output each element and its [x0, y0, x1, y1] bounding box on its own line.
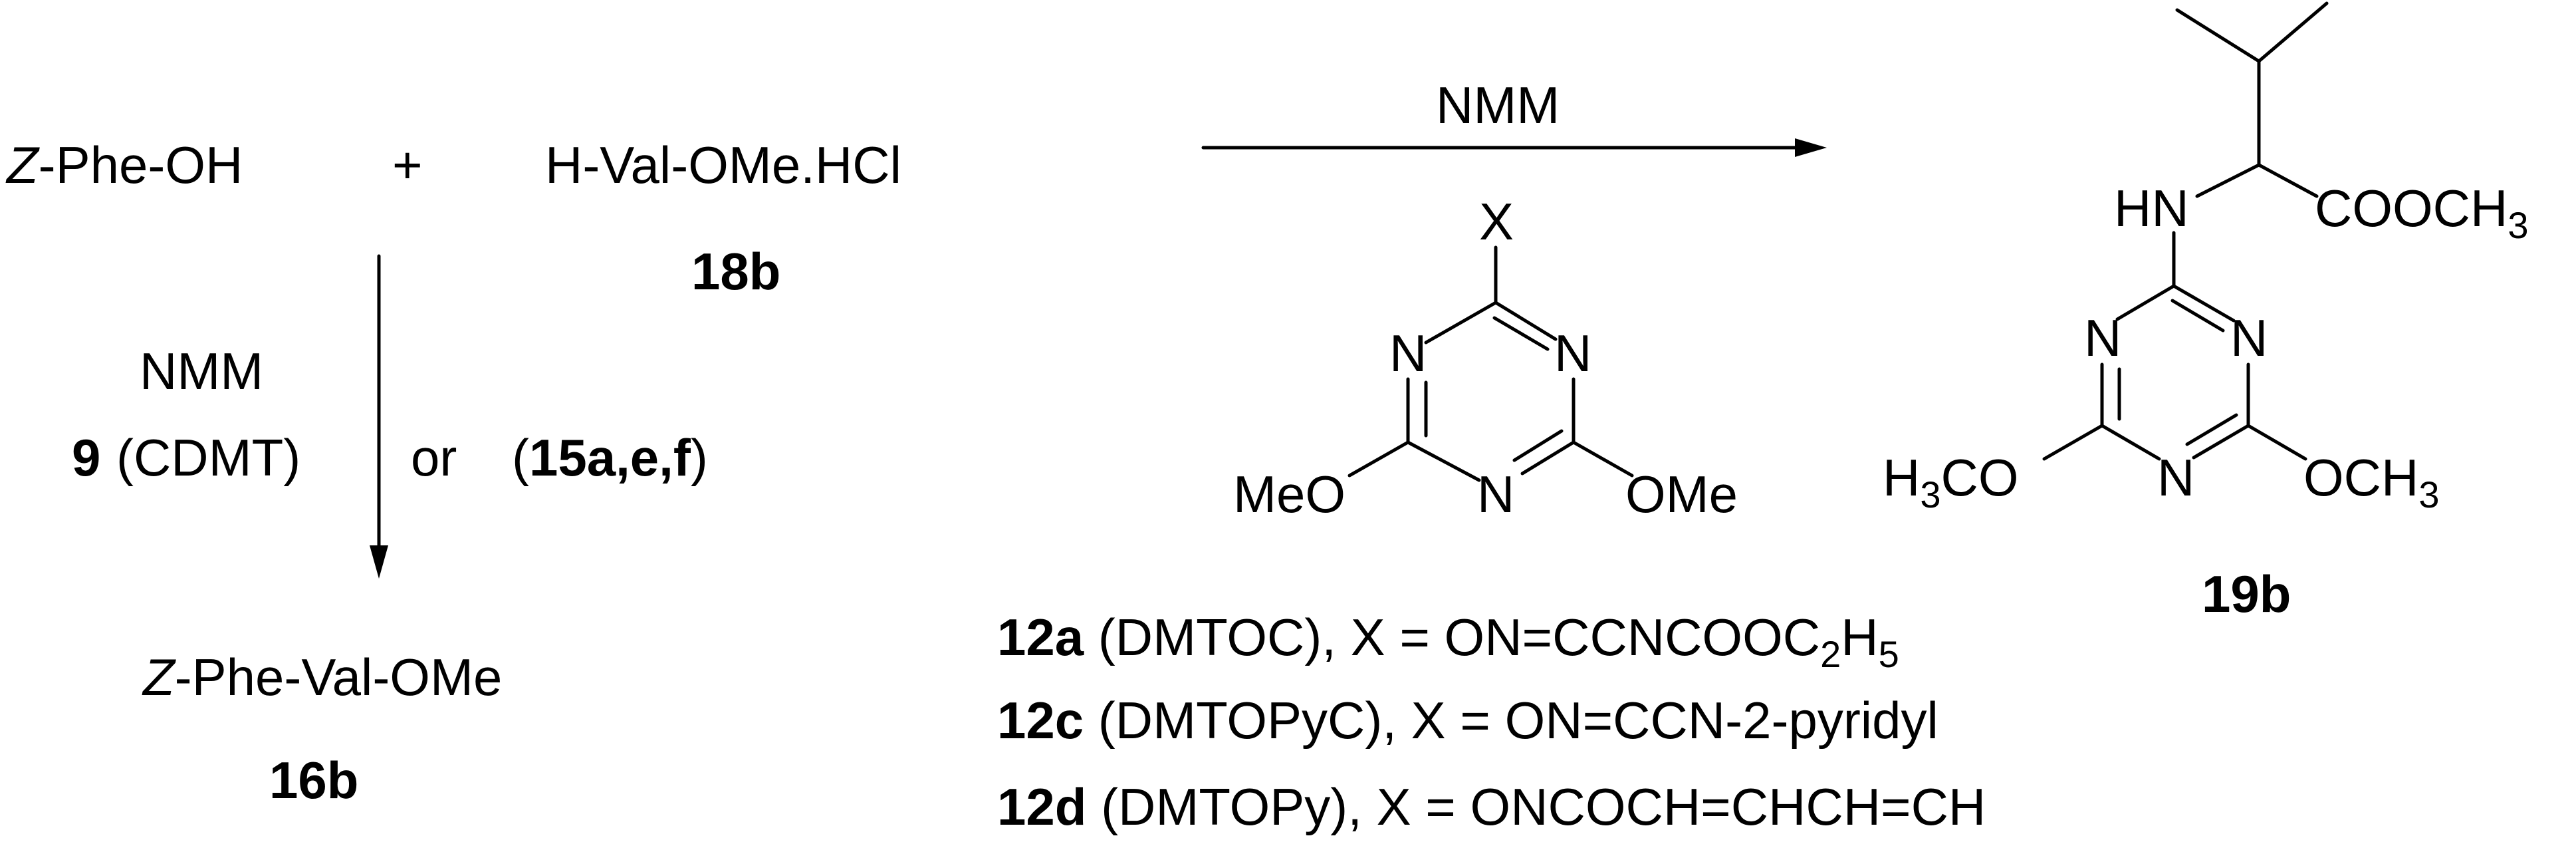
- nh-label: HN: [2114, 179, 2189, 237]
- down-alt: (15a,e,f): [512, 428, 708, 487]
- p-ring-n-left: N: [2084, 309, 2121, 367]
- product-structure: HN COOCH3 N N N H3CO OCH3: [1883, 1, 2529, 515]
- down-reagent-name: (CDMT): [116, 428, 300, 487]
- amine-compound-id: 18b: [691, 242, 780, 301]
- ring-n-bottom: N: [1477, 465, 1514, 523]
- ester-label: COOCH3: [2315, 179, 2529, 246]
- ring-n-right: N: [1554, 324, 1591, 382]
- reagent-line-12a: 12a (DMTOC), X = ON=CCNCOOC2H5: [997, 608, 1899, 675]
- p-ring-n-right: N: [2230, 309, 2268, 367]
- reagent-line-12c: 12c (DMTOPyC), X = ON=CCN-2-pyridyl: [997, 691, 1938, 750]
- down-arrowhead: [370, 545, 388, 579]
- plus-sign: +: [392, 136, 423, 194]
- methoxy-left-label: H3CO: [1883, 448, 2019, 515]
- product-compound-id: 16b: [269, 751, 358, 809]
- down-or: or: [411, 428, 457, 487]
- product-19b-id: 19b: [2202, 565, 2291, 623]
- down-reagent-id: 9: [72, 428, 100, 487]
- reagent-line-12d: 12d (DMTOPy), X = ONCOCH=CHCH=CH: [997, 777, 1986, 836]
- arrow-reagent: NMM: [1436, 76, 1560, 134]
- ring-n-left: N: [1389, 324, 1427, 382]
- methoxy-right-label: OCH3: [2303, 448, 2440, 515]
- acid-reactant-rest: -Phe-OH: [39, 136, 243, 194]
- down-reagent-base: NMM: [140, 342, 263, 400]
- triazine-reagent-structure: X N N N MeO OMe: [1233, 192, 1738, 523]
- p-ring-n-bottom: N: [2157, 448, 2194, 507]
- methoxy-left: MeO: [1233, 465, 1346, 523]
- substituent-x: X: [1479, 192, 1514, 251]
- methoxy-right: OMe: [1625, 465, 1738, 523]
- amine-reactant: H-Val-OMe.HCl: [545, 136, 901, 194]
- acid-reactant: Z-Phe-OH: [5, 136, 243, 194]
- reaction-arrowhead: [1795, 138, 1827, 157]
- product-dipeptide: Z-Phe-Val-OMe: [142, 648, 502, 706]
